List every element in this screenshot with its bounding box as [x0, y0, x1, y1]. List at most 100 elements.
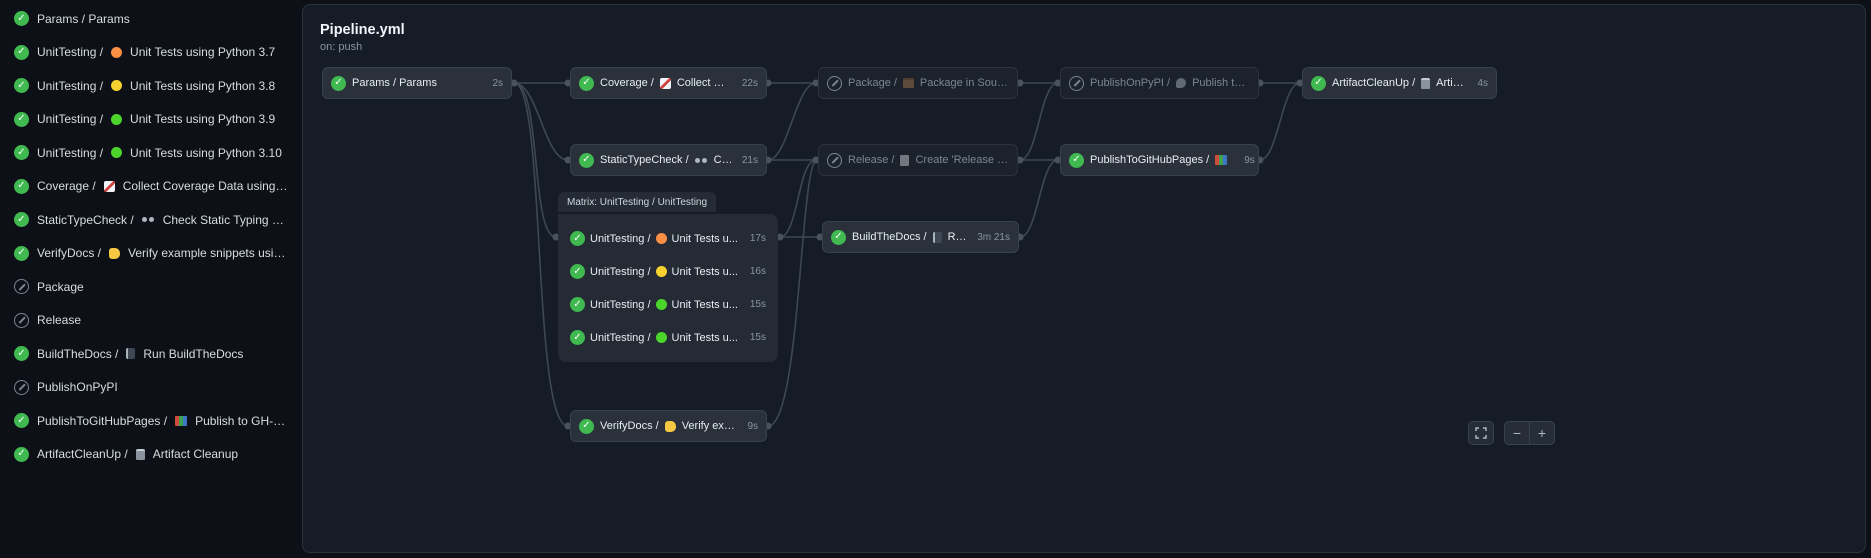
node-label: Release / — [848, 154, 895, 166]
node-label: Package / — [848, 77, 897, 89]
job-label-suffix: Artifact Cleanup — [152, 447, 239, 462]
sidebar-item-package[interactable]: Package — [0, 270, 302, 304]
matrix-row-python-38[interactable]: UnitTesting / Unit Tests u... 16s — [566, 255, 770, 288]
job-label-suffix: Check Static Typing usi... — [162, 212, 288, 227]
notebook-emoji — [126, 348, 136, 360]
success-icon — [14, 346, 29, 362]
zoom-in-button[interactable]: + — [1529, 421, 1555, 445]
job-label: BuildTheDocs / — [37, 346, 119, 361]
success-icon — [14, 413, 29, 429]
matrix-row-python-37[interactable]: UnitTesting / Unit Tests u... 17s — [566, 222, 770, 255]
node-label-suffix: Unit Tests u... — [671, 298, 738, 311]
job-list-sidebar: Params / Params UnitTesting / Unit Tests… — [0, 0, 302, 558]
chart-emoji — [103, 180, 115, 192]
yellow-circle-emoji — [655, 266, 667, 277]
job-label-suffix: Collect Coverage Data using ... — [122, 179, 288, 194]
package-emoji — [902, 78, 914, 88]
node-statictypecheck[interactable]: StaticTypeCheck / Check ... 21s — [570, 144, 767, 176]
trash-emoji — [135, 448, 145, 460]
skipped-icon — [14, 312, 29, 328]
node-publishonpypi[interactable]: PublishOnPyPI / Publish to P... — [1060, 67, 1259, 99]
sidebar-item-unittesting-37[interactable]: UnitTesting / Unit Tests using Python 3.… — [0, 36, 302, 70]
success-icon — [579, 75, 594, 91]
job-label: StaticTypeCheck / — [37, 212, 134, 227]
sidebar-item-coverage[interactable]: Coverage / Collect Coverage Data using .… — [0, 170, 302, 204]
node-label: StaticTypeCheck / — [600, 154, 689, 166]
sidebar-item-params[interactable]: Params / Params — [0, 2, 302, 36]
zoom-in-icon: + — [1537, 425, 1547, 441]
matrix-container: UnitTesting / Unit Tests u... 17s UnitTe… — [558, 214, 778, 362]
node-label-suffix: Unit Tests u... — [671, 265, 738, 278]
job-label-suffix: Verify example snippets usin... — [128, 246, 288, 261]
sidebar-item-verifydocs[interactable]: VerifyDocs / Verify example snippets usi… — [0, 237, 302, 271]
job-label-suffix: Unit Tests using Python 3.9 — [130, 112, 276, 127]
success-icon — [1311, 75, 1326, 91]
success-icon — [14, 446, 29, 462]
matrix-row-python-39[interactable]: UnitTesting / Unit Tests u... 15s — [566, 288, 770, 321]
node-buildthedocs[interactable]: BuildTheDocs / Run B... 3m 21s — [822, 221, 1019, 253]
node-label: UnitTesting / — [590, 298, 651, 311]
graph-controls: − + — [1468, 421, 1555, 445]
sidebar-item-statictypecheck[interactable]: StaticTypeCheck / Check Static Typing us… — [0, 203, 302, 237]
node-label: UnitTesting / — [590, 232, 651, 245]
node-label: ArtifactCleanUp / — [1332, 77, 1416, 89]
node-duration: 4s — [1477, 77, 1488, 89]
fullscreen-button[interactable] — [1468, 421, 1494, 445]
sidebar-item-unittesting-39[interactable]: UnitTesting / Unit Tests using Python 3.… — [0, 103, 302, 137]
job-label-suffix: Unit Tests using Python 3.7 — [130, 45, 276, 60]
node-release[interactable]: Release / Create 'Release Pa... — [818, 144, 1018, 176]
node-duration: 3m 21s — [977, 231, 1010, 243]
node-verifydocs[interactable]: VerifyDocs / Verify exampl... 9s — [570, 410, 767, 442]
node-label: PublishToGitHubPages / — [1090, 154, 1210, 166]
job-label: UnitTesting / — [37, 112, 104, 127]
notebook-emoji — [932, 231, 942, 243]
job-label: Package — [37, 279, 84, 294]
job-label: UnitTesting / — [37, 78, 104, 93]
sidebar-item-artifactcleanup[interactable]: ArtifactCleanUp / Artifact Cleanup — [0, 438, 302, 472]
skipped-icon — [827, 152, 842, 168]
success-icon — [570, 297, 585, 312]
node-artifactcleanup[interactable]: ArtifactCleanUp / Artifact ... 4s — [1302, 67, 1497, 99]
node-label: UnitTesting / — [590, 265, 651, 278]
node-duration: 9s — [747, 420, 758, 432]
job-label-suffix: Unit Tests using Python 3.10 — [130, 145, 282, 160]
success-icon — [14, 78, 29, 94]
thumbs-up-emoji — [109, 247, 121, 259]
job-label: PublishToGitHubPages / — [37, 413, 168, 428]
sidebar-item-buildthedocs[interactable]: BuildTheDocs / Run BuildTheDocs — [0, 337, 302, 371]
node-coverage[interactable]: Coverage / Collect Cover... 22s — [570, 67, 767, 99]
sidebar-item-unittesting-310[interactable]: UnitTesting / Unit Tests using Python 3.… — [0, 136, 302, 170]
success-icon — [570, 264, 585, 279]
job-label-suffix: Run BuildTheDocs — [143, 346, 244, 361]
sidebar-item-publishonpypi[interactable]: PublishOnPyPI — [0, 371, 302, 405]
job-label: Coverage / — [37, 179, 96, 194]
books-emoji — [175, 415, 188, 426]
job-label: PublishOnPyPI — [37, 380, 118, 395]
node-publishtogithubpages[interactable]: PublishToGitHubPages / P... 9s — [1060, 144, 1259, 176]
skipped-icon — [1069, 75, 1084, 91]
node-label-suffix: Package in Source... — [919, 77, 1009, 89]
workflow-header: Pipeline.yml on: push — [320, 22, 405, 53]
node-package[interactable]: Package / Package in Source... — [818, 67, 1018, 99]
success-icon — [14, 11, 29, 27]
matrix-row-python-310[interactable]: UnitTesting / Unit Tests u... 15s — [566, 321, 770, 354]
skipped-icon — [827, 75, 842, 91]
node-params[interactable]: Params / Params 2s — [322, 67, 512, 99]
node-label-suffix: Unit Tests u... — [671, 331, 738, 344]
sidebar-item-release[interactable]: Release — [0, 304, 302, 338]
workflow-title: Pipeline.yml — [320, 22, 405, 38]
node-label-suffix: Run B... — [947, 231, 967, 243]
green-circle-emoji — [111, 147, 123, 159]
job-label: Release — [37, 313, 82, 328]
node-label-suffix: Check ... — [713, 154, 731, 166]
green-circle-emoji — [655, 332, 667, 343]
job-label: VerifyDocs / — [37, 246, 102, 261]
success-icon — [14, 44, 29, 60]
node-duration: 17s — [749, 233, 766, 244]
sidebar-item-publishtogithubpages[interactable]: PublishToGitHubPages / Publish to GH-P..… — [0, 404, 302, 438]
glasses-emoji — [694, 157, 700, 163]
sidebar-item-unittesting-38[interactable]: UnitTesting / Unit Tests using Python 3.… — [0, 69, 302, 103]
success-icon — [570, 231, 585, 246]
zoom-out-button[interactable]: − — [1504, 421, 1530, 445]
